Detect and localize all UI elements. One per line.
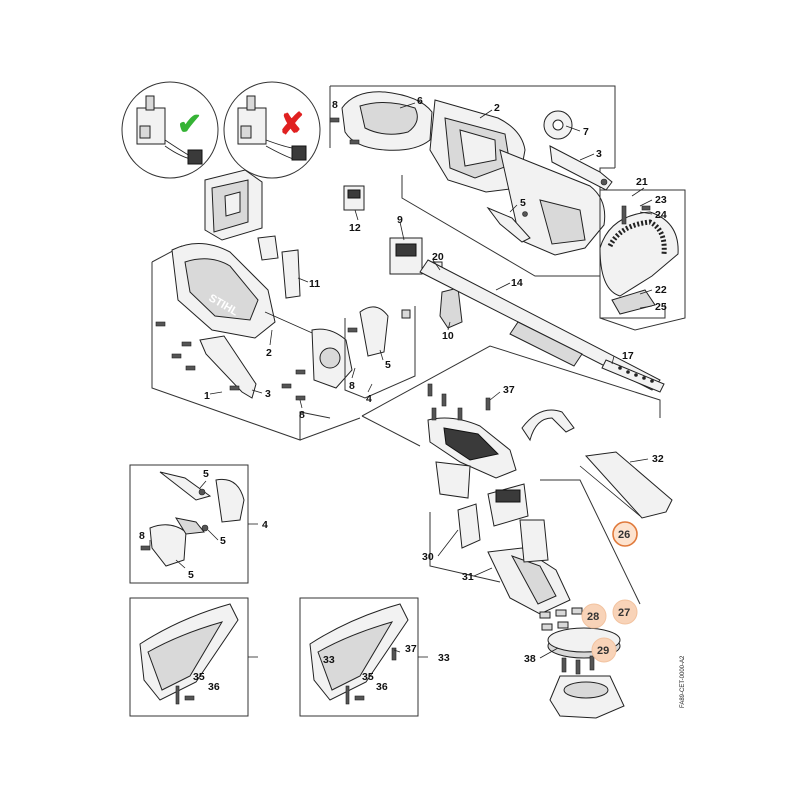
callout-28-label: 28: [587, 611, 599, 623]
part-label: 36: [376, 681, 388, 693]
part-label: 14: [511, 277, 523, 289]
callout-29-circle: [591, 637, 617, 663]
frame-switch-detail: [344, 306, 416, 399]
small-bracket-part: [486, 206, 531, 243]
part-label: 33: [323, 654, 335, 666]
part-label: 11: [309, 278, 320, 290]
part-label: 35: [362, 671, 374, 683]
ok-check-icon: ✔: [177, 108, 202, 141]
part-label: 24: [655, 209, 667, 221]
connector-drawing-wrong: [237, 95, 307, 161]
part-label: 17: [622, 350, 634, 362]
part-label: 25: [655, 301, 667, 313]
detail-frame-4: [129, 464, 258, 584]
shaft-part: [419, 259, 665, 393]
part-label: 2: [494, 102, 500, 114]
part-label: 4: [262, 519, 268, 531]
part-label: 5: [385, 359, 391, 371]
part-label: 3: [596, 148, 602, 160]
part-label: 8: [139, 530, 145, 542]
callout-29-label: 29: [597, 645, 609, 657]
connector-comparison: ✔ ✘: [121, 81, 321, 179]
wrong-cross-icon: ✘: [279, 108, 304, 141]
part-label: 23: [655, 194, 667, 206]
part-label: 6: [417, 95, 423, 107]
frame-gear-head: [429, 479, 641, 605]
switch-parts: [257, 185, 463, 329]
part-label: 5: [220, 535, 226, 547]
housing-shell-part: [429, 99, 606, 256]
loop-handle-part: [521, 409, 575, 442]
part-label: 33: [438, 652, 450, 664]
motor-housing-part: STIHL: [171, 243, 353, 389]
detail-frame-33: [299, 597, 428, 717]
lower-housing-part: [427, 417, 517, 499]
screws-top: [329, 117, 360, 145]
leader-lines: [149, 102, 653, 659]
wire-guard-part: [579, 451, 673, 519]
part-label: 5: [520, 197, 526, 209]
ring-part: [543, 110, 573, 140]
handle-piece-part: [199, 335, 257, 399]
part-label: 32: [652, 453, 664, 465]
screws-body: [155, 321, 358, 401]
document-id: FA89-CET-0000-A2: [680, 655, 686, 708]
part-label: 9: [397, 214, 403, 226]
part-label: 31: [462, 571, 474, 583]
highlighted-callouts: [581, 521, 638, 663]
callout-28-circle: [581, 603, 607, 629]
callout-26-label: 26: [618, 529, 630, 541]
callout-27-label: 27: [618, 607, 630, 619]
part-label: 8: [332, 99, 338, 111]
part-label: 12: [349, 222, 361, 234]
part-label: 5: [203, 468, 209, 480]
part-label: 37: [503, 384, 515, 396]
part-label: 8: [349, 380, 355, 392]
part-number-labels: 1 2 2 3 3 4 4 5 5 5 5 5 6 7 8 8 8 8 9 10…: [139, 95, 667, 693]
part-label: 3: [265, 388, 271, 400]
top-cover-part: [341, 91, 433, 151]
callout-26-circle: [612, 521, 638, 547]
part-label: 2: [266, 347, 272, 359]
frame-lower-assembly: [361, 345, 661, 447]
part-label: 36: [208, 681, 220, 693]
part-label: 35: [193, 671, 205, 683]
part-label: 37: [405, 643, 417, 655]
deflector-frame: [599, 189, 686, 331]
part-label: 7: [583, 126, 589, 138]
part-label: 30: [422, 551, 434, 563]
correct-connector-circle: [121, 81, 219, 179]
part-label: 38: [524, 653, 536, 665]
screws-lower: [427, 383, 491, 421]
detail-frame-35-36-left: [129, 597, 258, 717]
battery-cover-part: [204, 169, 263, 241]
part-label: 1: [204, 390, 210, 402]
part-label: 5: [188, 569, 194, 581]
callout-27-circle: [612, 599, 638, 625]
part-label: 4: [366, 393, 372, 405]
part-label: 21: [636, 176, 648, 188]
part-label: 10: [442, 330, 454, 342]
gear-head-parts: [457, 483, 571, 615]
connector-drawing-ok: [136, 95, 203, 165]
part-label: 20: [432, 251, 444, 263]
part-label: 22: [655, 284, 667, 296]
part-label: 8: [299, 409, 305, 421]
blade-set-part: [539, 607, 583, 631]
strip-part: [549, 145, 613, 191]
